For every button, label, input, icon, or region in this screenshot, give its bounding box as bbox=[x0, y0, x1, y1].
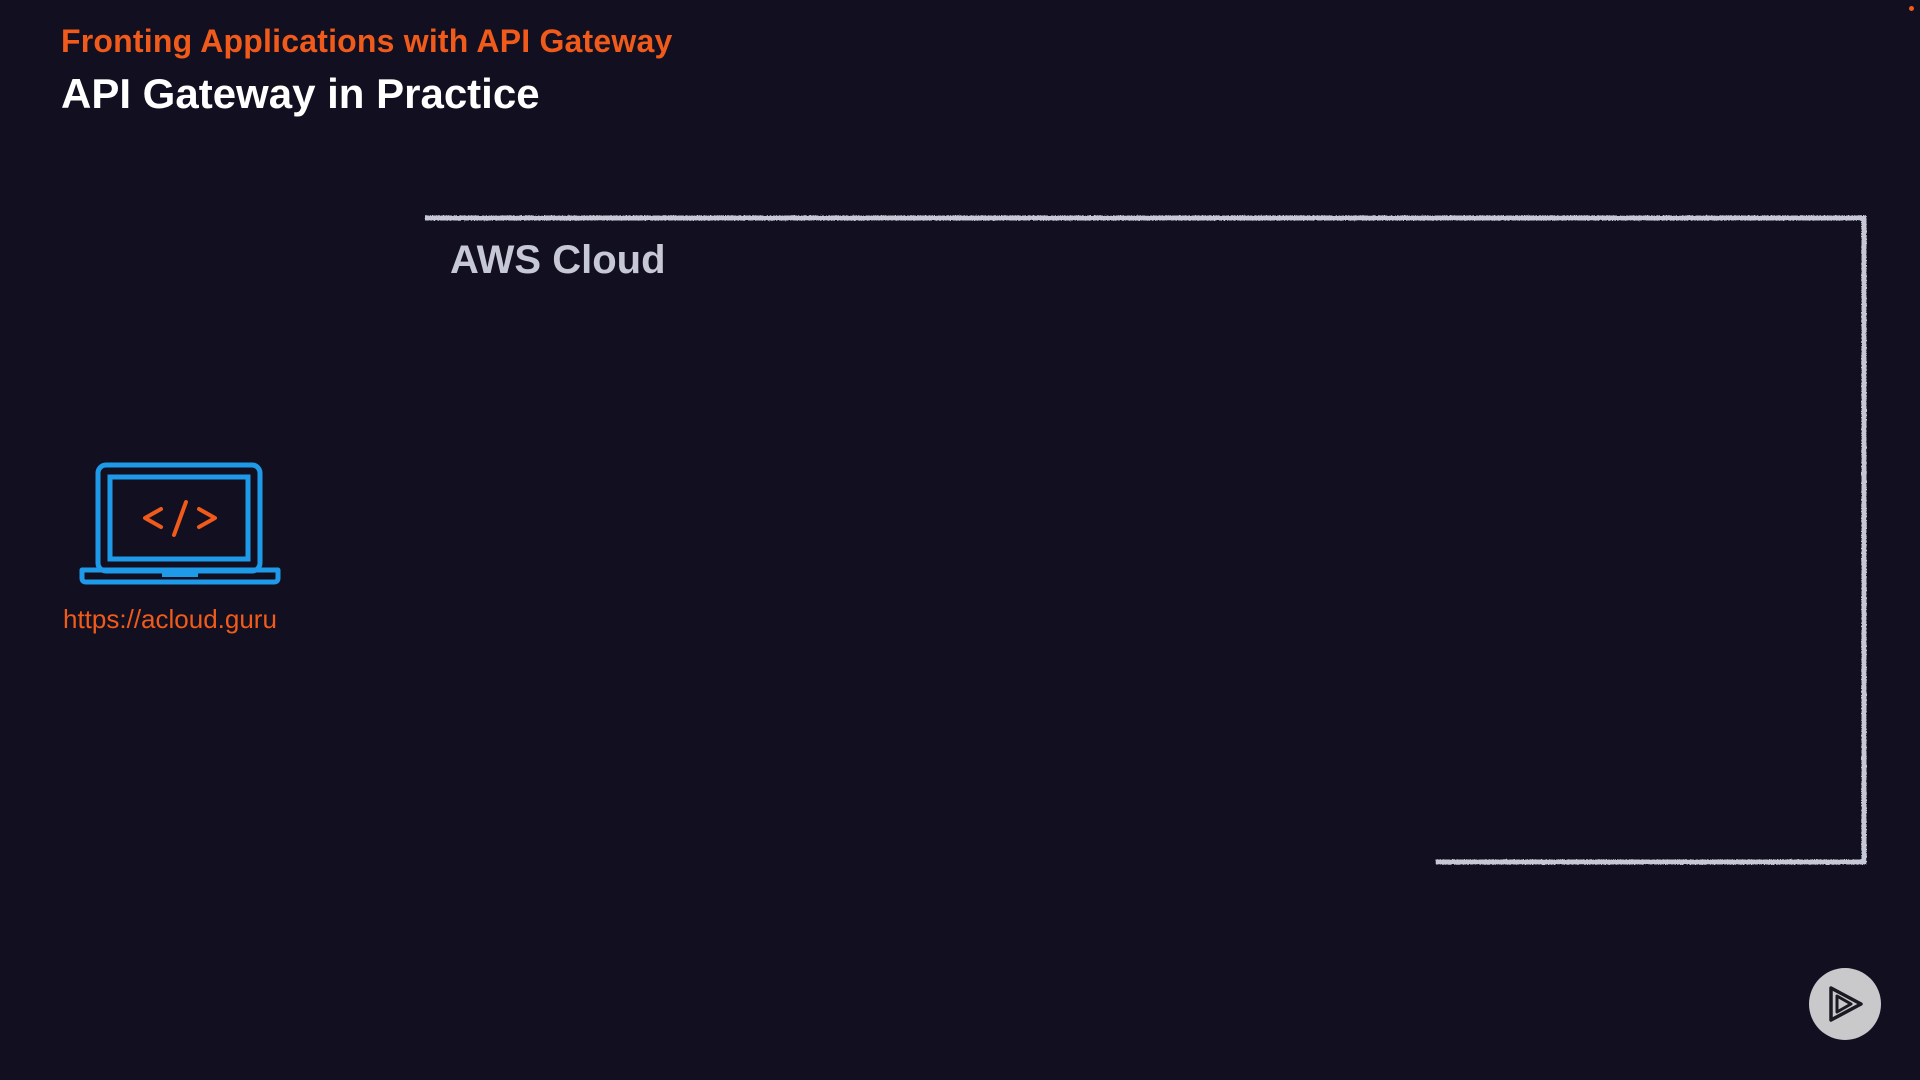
client-url[interactable]: https://acloud.guru bbox=[63, 604, 277, 634]
aws-cloud-outline bbox=[425, 215, 1867, 865]
play-icon bbox=[1829, 986, 1863, 1022]
slide-title: API Gateway in Practice bbox=[61, 70, 540, 117]
corner-dot bbox=[1909, 6, 1914, 11]
aws-cloud-label: AWS Cloud bbox=[450, 238, 666, 282]
play-button[interactable] bbox=[1809, 968, 1881, 1040]
laptop-code-icon bbox=[79, 462, 281, 585]
code-brackets-icon bbox=[143, 500, 217, 537]
course-title: Fronting Applications with API Gateway bbox=[61, 23, 673, 59]
